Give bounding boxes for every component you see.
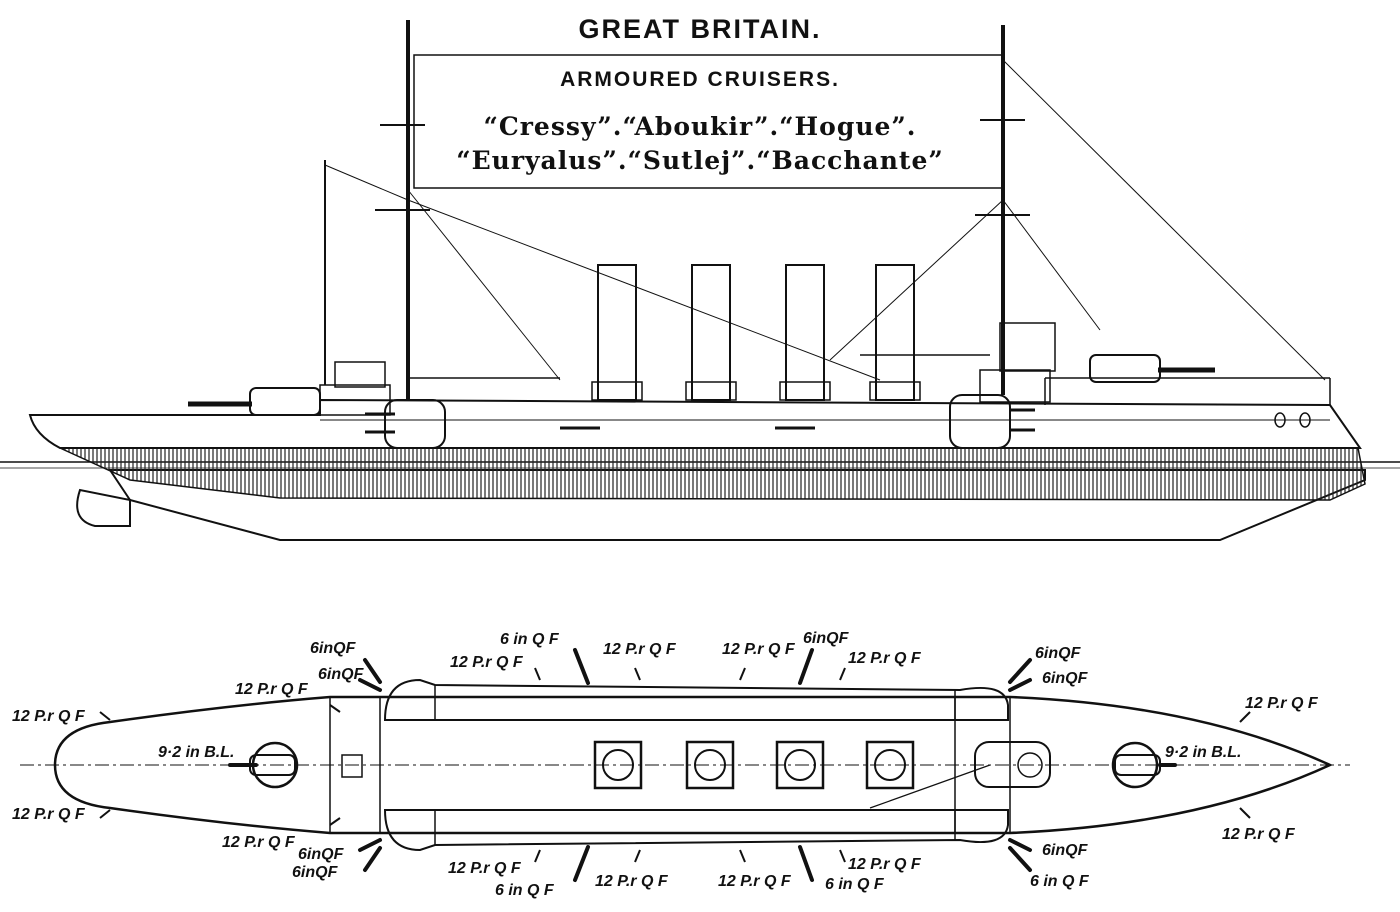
label-6in-mid-port-2: 6inQF bbox=[803, 630, 849, 647]
label-6in-aft-stbd-1: 6inQF bbox=[1042, 842, 1088, 859]
label-92-fwd: 9·2 in B.L. bbox=[158, 744, 235, 761]
label-12pr-bridge-stbd: 12 P.r Q F bbox=[222, 834, 295, 851]
label-12pr-mid-stbd-3: 12 P.r Q F bbox=[718, 873, 791, 890]
label-6in-mid-stbd-2: 6 in Q F bbox=[825, 876, 884, 893]
label-12pr-bridge-port: 12 P.r Q F bbox=[235, 681, 308, 698]
armour-belt bbox=[59, 447, 1366, 501]
label-6in-fwd-stbd-2: 6inQF bbox=[292, 864, 338, 881]
label-12pr-fwd-stbd: 12 P.r Q F bbox=[12, 806, 85, 823]
plan-view bbox=[20, 648, 1350, 882]
label-6in-mid-port-1: 6 in Q F bbox=[500, 631, 559, 648]
label-12pr-mid-port-4: 12 P.r Q F bbox=[848, 650, 921, 667]
masts bbox=[324, 20, 1326, 400]
funnels bbox=[591, 264, 921, 401]
title-banner bbox=[413, 54, 1005, 189]
label-6in-aft-stbd-2: 6 in Q F bbox=[1030, 873, 1089, 890]
label-12pr-aft-port: 12 P.r Q F bbox=[1245, 695, 1318, 712]
title-country: GREAT BRITAIN. bbox=[578, 14, 822, 44]
label-12pr-fwd-port: 12 P.r Q F bbox=[12, 708, 85, 725]
label-6in-fwd-port-1: 6inQF bbox=[310, 640, 356, 657]
label-12pr-mid-stbd-1: 12 P.r Q F bbox=[448, 860, 521, 877]
title-ship-names-2: “Euryalus”.“Sutlej”.“Bacchante” bbox=[456, 146, 944, 175]
label-6in-fwd-port-2: 6inQF bbox=[318, 666, 364, 683]
label-6in-mid-stbd-1: 6 in Q F bbox=[495, 882, 554, 899]
profile-view bbox=[0, 20, 1400, 541]
fwd-turret-profile bbox=[249, 387, 321, 416]
funnels-plan bbox=[593, 740, 915, 790]
aft-turret-plan bbox=[1111, 741, 1159, 789]
hull-plan bbox=[53, 695, 1333, 835]
label-12pr-mid-port-1: 12 P.r Q F bbox=[450, 654, 523, 671]
label-6in-aft-port-1: 6inQF bbox=[1035, 645, 1081, 662]
title-ship-names-1: “Cressy”.“Aboukir”.“Hogue”. bbox=[483, 112, 917, 141]
label-12pr-aft-stbd: 12 P.r Q F bbox=[1222, 826, 1295, 843]
title-ship-type: ARMOURED CRUISERS. bbox=[560, 68, 840, 91]
hull-upper bbox=[28, 398, 1362, 449]
rudder bbox=[76, 488, 131, 527]
label-12pr-mid-port-2: 12 P.r Q F bbox=[603, 641, 676, 658]
label-6in-aft-port-2: 6inQF bbox=[1042, 670, 1088, 687]
label-92-aft: 9·2 in B.L. bbox=[1165, 744, 1242, 761]
label-6in-fwd-stbd-1: 6inQF bbox=[298, 846, 344, 863]
label-12pr-mid-port-3: 12 P.r Q F bbox=[722, 641, 795, 658]
label-12pr-mid-stbd-4: 12 P.r Q F bbox=[848, 856, 921, 873]
label-12pr-mid-stbd-2: 12 P.r Q F bbox=[595, 873, 668, 890]
